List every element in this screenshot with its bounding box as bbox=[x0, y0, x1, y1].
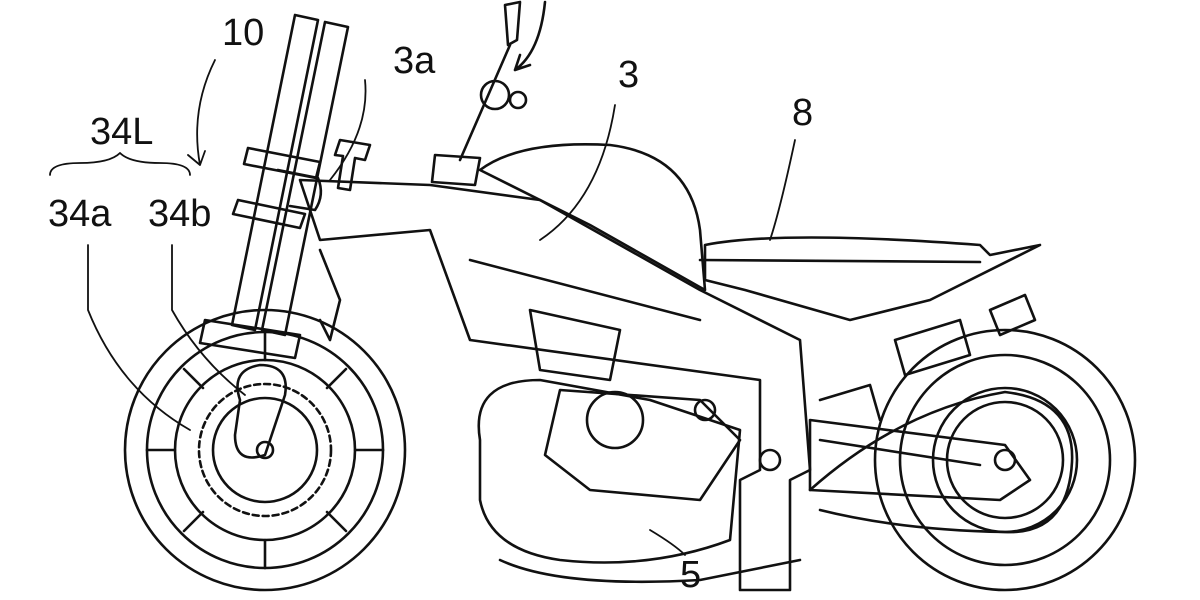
front-fork bbox=[198, 13, 350, 360]
leader-lines bbox=[49, 59, 796, 556]
frame bbox=[298, 138, 812, 592]
handlebar-mirror bbox=[430, 0, 547, 187]
seat-tail bbox=[698, 236, 1042, 377]
label-3a: 3a bbox=[393, 40, 436, 82]
engine bbox=[477, 308, 802, 584]
label-34b: 34b bbox=[148, 193, 212, 235]
label-3: 3 bbox=[618, 54, 640, 96]
label-10: 10 bbox=[222, 12, 265, 54]
fuel-tank bbox=[478, 143, 707, 292]
label-34a: 34a bbox=[48, 193, 112, 235]
rear-wheel bbox=[808, 328, 1137, 592]
label-34L: 34L bbox=[90, 111, 154, 153]
label-8: 8 bbox=[792, 92, 814, 134]
label-5: 5 bbox=[680, 554, 702, 596]
